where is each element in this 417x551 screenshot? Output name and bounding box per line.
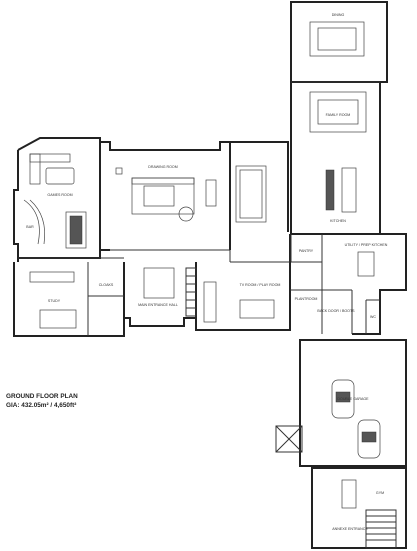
label-cloaks: CLOAKS (99, 283, 114, 287)
label-gym: GYM (376, 491, 384, 495)
interior-walls (18, 81, 397, 549)
label-kitchen: KITCHEN (330, 219, 346, 223)
label-plant-room: PLANTROOM (295, 297, 318, 301)
plan-title: GROUND FLOOR PLAN (6, 393, 78, 400)
label-study: STUDY (48, 299, 61, 303)
label-orangery: DINING (332, 13, 345, 17)
plan-title-block: GROUND FLOOR PLAN GIA: 432.05m² / 4,650f… (6, 393, 78, 410)
pillar (275, 425, 303, 453)
label-double-garage: DOUBLE GARAGE (337, 397, 369, 401)
label-tv-room: TV ROOM / PLAY ROOM (240, 283, 281, 287)
room-labels: DINING FAMILY ROOM KITCHEN GAMES ROOM BA… (26, 13, 387, 531)
furniture (23, 21, 381, 509)
label-family-room: FAMILY ROOM (326, 113, 351, 117)
label-bar: BAR (26, 225, 34, 229)
label-games-room: GAMES ROOM (47, 193, 72, 197)
plan-area: GIA: 432.05m² / 4,650ft² (6, 401, 77, 409)
label-drawing-room: DRAWING ROOM (148, 165, 177, 169)
label-main-entrance-hall: MAIN ENTRANCE HALL (138, 303, 178, 307)
label-back-door: BACK DOOR / BOOTS (317, 309, 355, 313)
label-wc: WC (370, 315, 376, 319)
label-annexe-entrance: ANNEXE ENTRANCE (332, 527, 368, 531)
label-utility: UTILITY / PREP KITCHEN (345, 243, 388, 247)
label-pantry: PANTRY (299, 249, 314, 253)
